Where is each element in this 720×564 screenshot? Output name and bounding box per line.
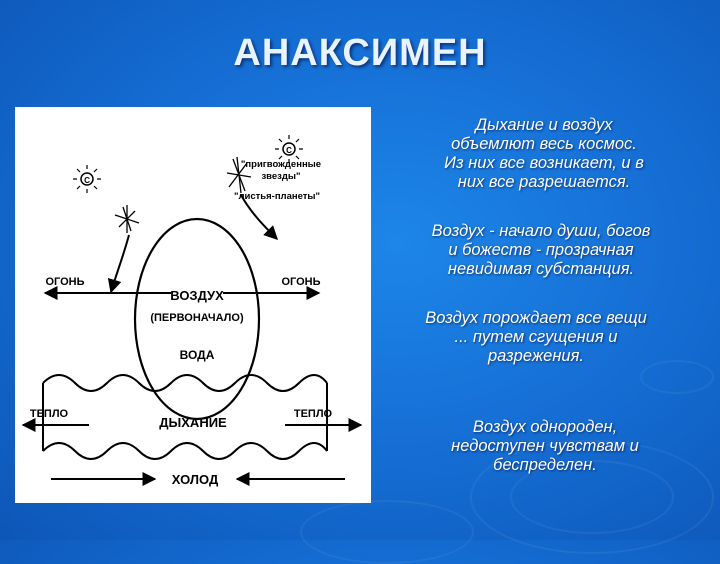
sun-right-icon: C bbox=[275, 135, 303, 163]
label-air: ВОЗДУХ bbox=[170, 288, 224, 303]
air-ellipse bbox=[133, 217, 261, 421]
arrow-to-air-right bbox=[240, 194, 278, 240]
slide-title: АНАКСИМЕН bbox=[233, 32, 487, 74]
label-heat-right: ТЕПЛО bbox=[294, 408, 333, 420]
label-water: ВОДА bbox=[180, 348, 215, 362]
paragraph-breath-air: Дыхание и воздух объемлют весь космос. И… bbox=[444, 116, 644, 191]
leaf-right-icon bbox=[226, 156, 252, 194]
label-fire-left: ОГОНЬ bbox=[45, 276, 84, 288]
svg-text:C: C bbox=[84, 176, 90, 185]
paragraph-air-homogeneous: Воздух однороден, недоступен чувствам и … bbox=[451, 418, 639, 474]
wave-upper bbox=[42, 374, 328, 392]
sun-left-icon: C bbox=[73, 165, 101, 193]
wave-lower bbox=[42, 442, 328, 460]
leaf-left-icon bbox=[114, 205, 140, 233]
label-cold: ХОЛОД bbox=[172, 472, 219, 487]
svg-text:C: C bbox=[286, 146, 292, 155]
label-planets: "листья-планеты" bbox=[234, 191, 320, 202]
paragraph-air-soul: Воздух - начало души, богов и божеств - … bbox=[431, 222, 651, 278]
paragraph-air-creates: Воздух порождает все вещи ... путем сгущ… bbox=[425, 309, 647, 365]
arrow-to-air-left bbox=[107, 234, 130, 294]
label-fire-right: ОГОНЬ bbox=[281, 276, 320, 288]
label-breath: ДЫХАНИЕ bbox=[159, 415, 227, 430]
label-heat-left: ТЕПЛО bbox=[30, 408, 69, 420]
label-origin: (ПЕРВОНАЧАЛО) bbox=[150, 312, 244, 324]
